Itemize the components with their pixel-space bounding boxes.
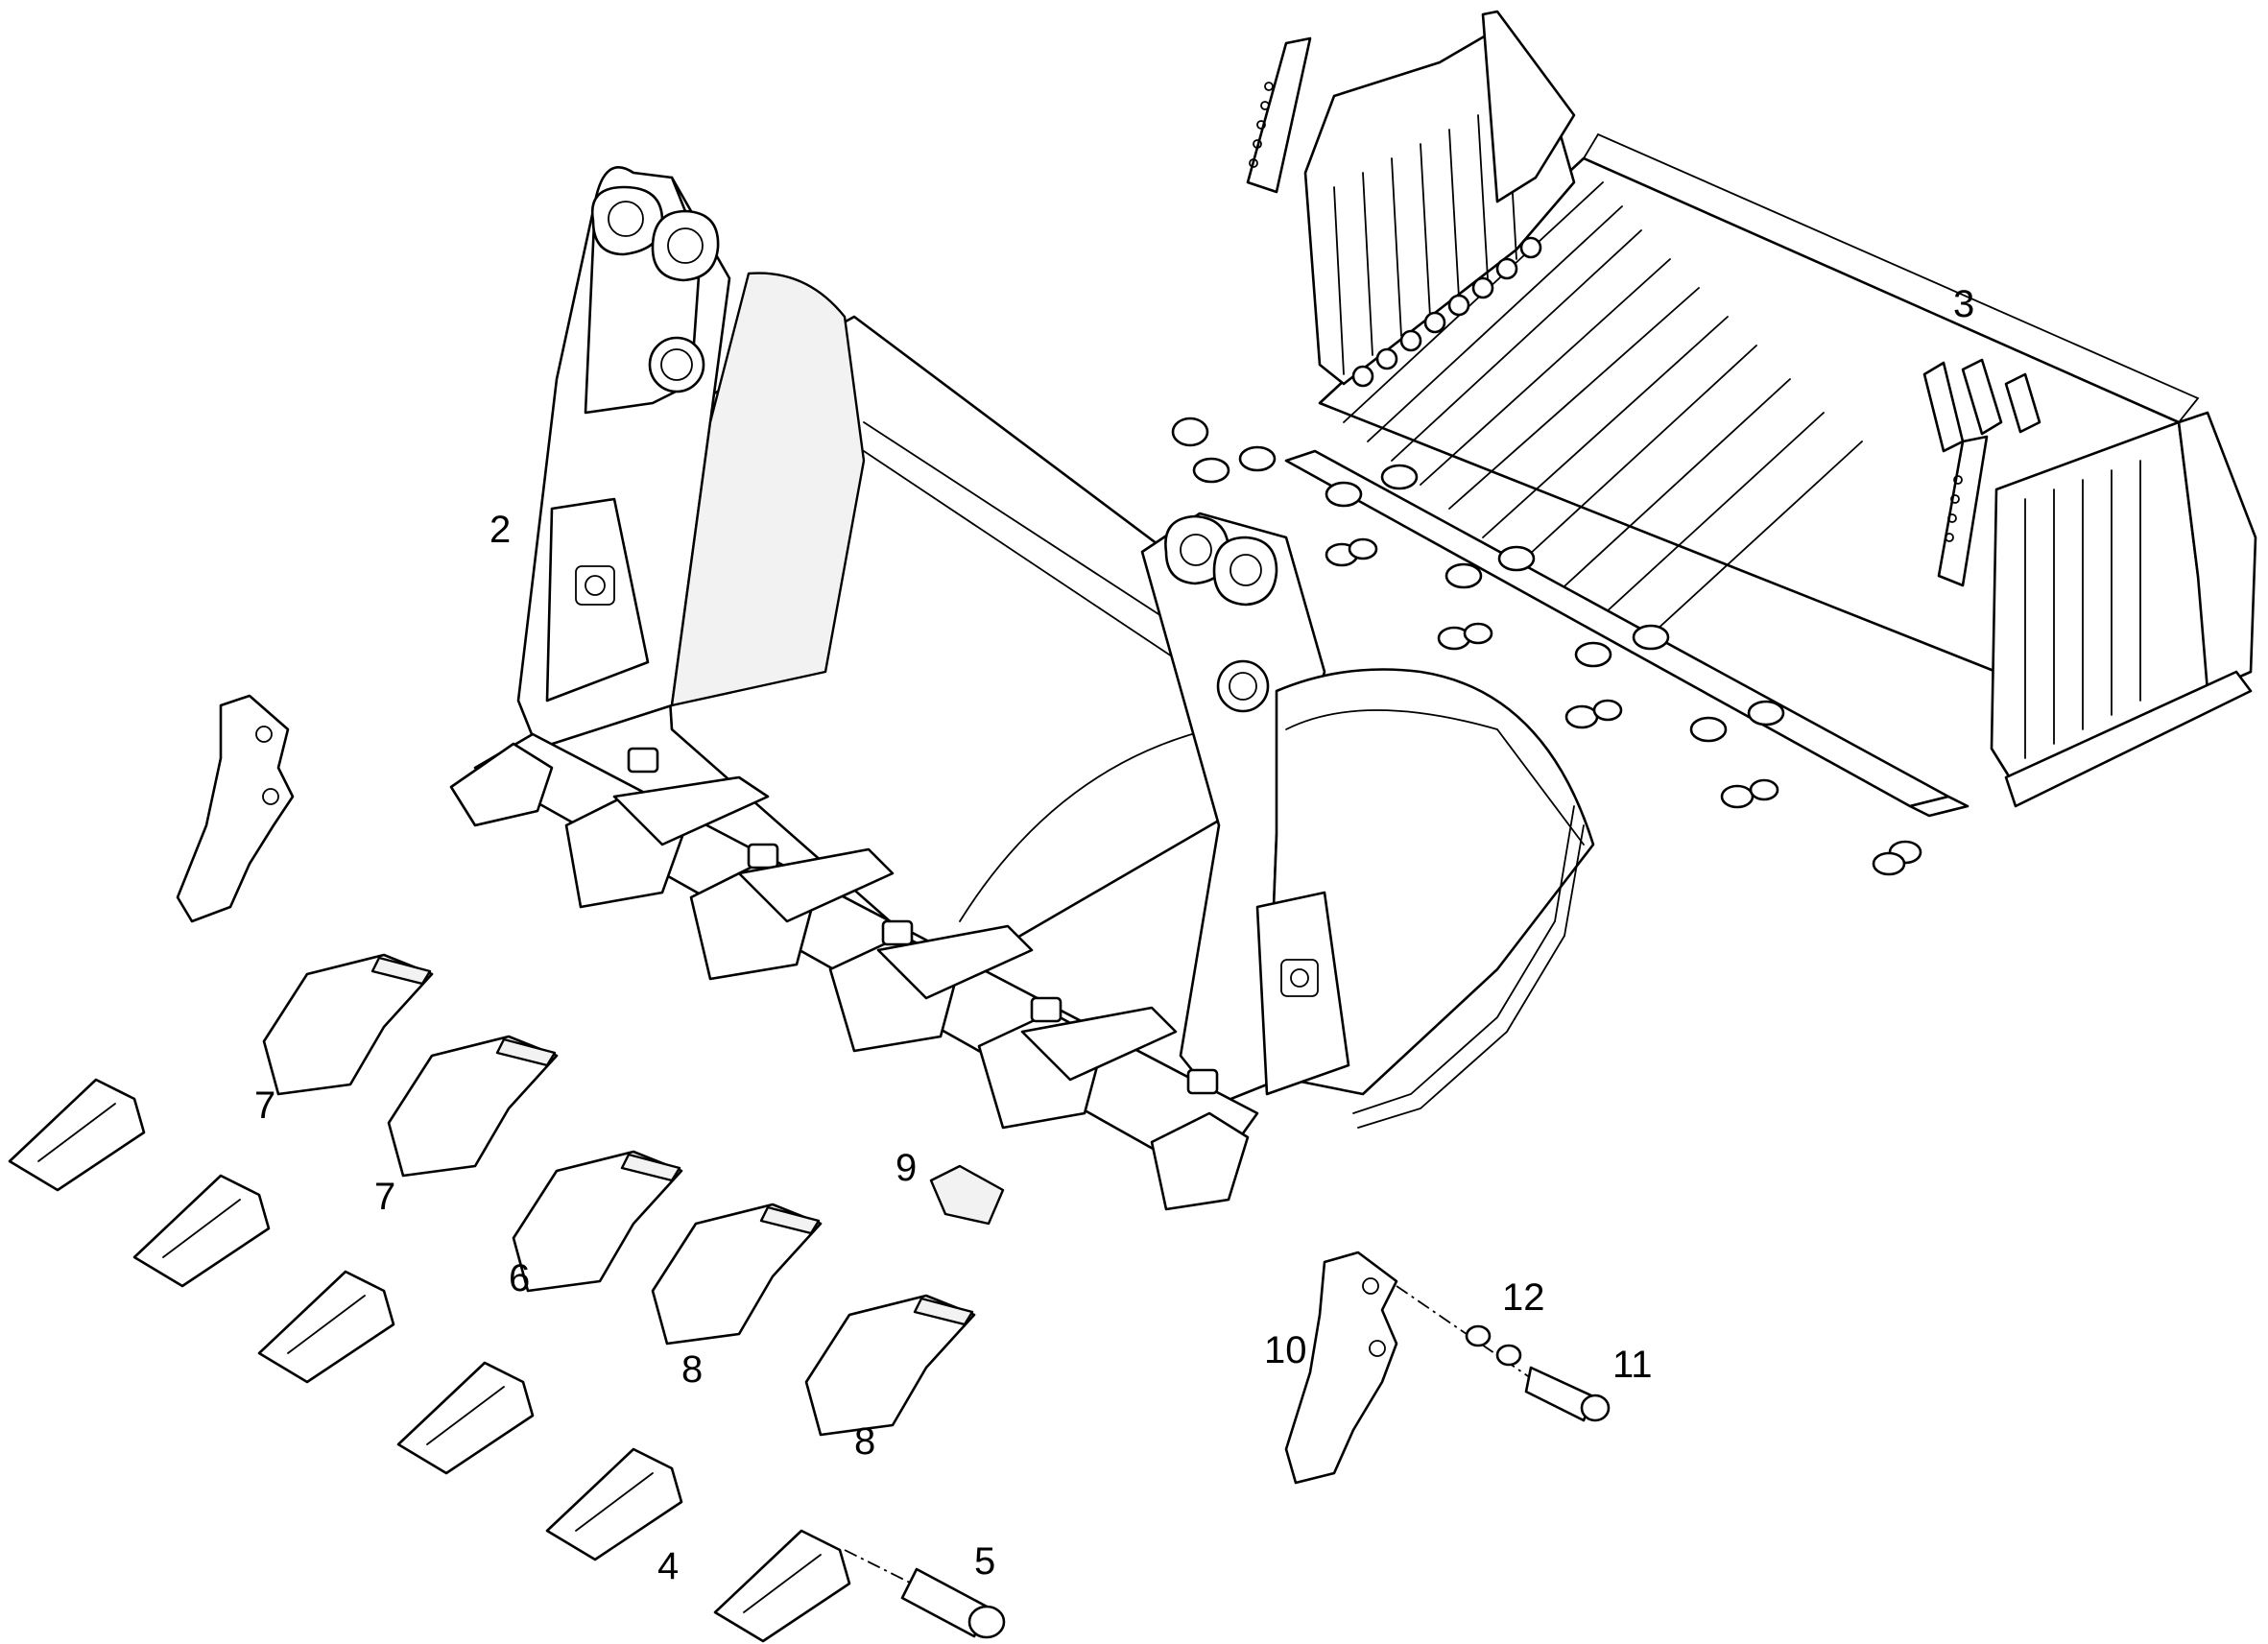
callout-5: 5 [974, 1540, 995, 1583]
corner-guard-upper [176, 694, 295, 923]
callout-7-lower: 7 [374, 1176, 395, 1218]
callout-6: 6 [509, 1257, 530, 1299]
callout-10: 10 [1264, 1329, 1307, 1371]
corner-guard-lower [1284, 1251, 1398, 1485]
bucket-body [449, 166, 1595, 1211]
callout-3: 3 [1953, 283, 1974, 325]
retainer-lock [929, 1164, 1005, 1226]
callouts: 2 3 4 5 6 7 7 8 8 9 10 11 12 [254, 283, 1974, 1587]
callout-4: 4 [657, 1545, 679, 1587]
pin-5 [844, 1549, 1006, 1639]
callout-9: 9 [895, 1147, 917, 1189]
wear-buttons [1171, 417, 1922, 876]
callout-8-lower: 8 [854, 1420, 875, 1463]
callout-11: 11 [1612, 1344, 1653, 1386]
callout-7-upper: 7 [254, 1084, 275, 1127]
pin-11-washers-12 [1396, 1285, 1611, 1422]
callout-2: 2 [489, 509, 511, 551]
callout-8-upper: 8 [681, 1348, 703, 1391]
callout-12: 12 [1502, 1276, 1545, 1319]
adapters-group [262, 953, 976, 1437]
teeth-group [8, 1078, 851, 1643]
